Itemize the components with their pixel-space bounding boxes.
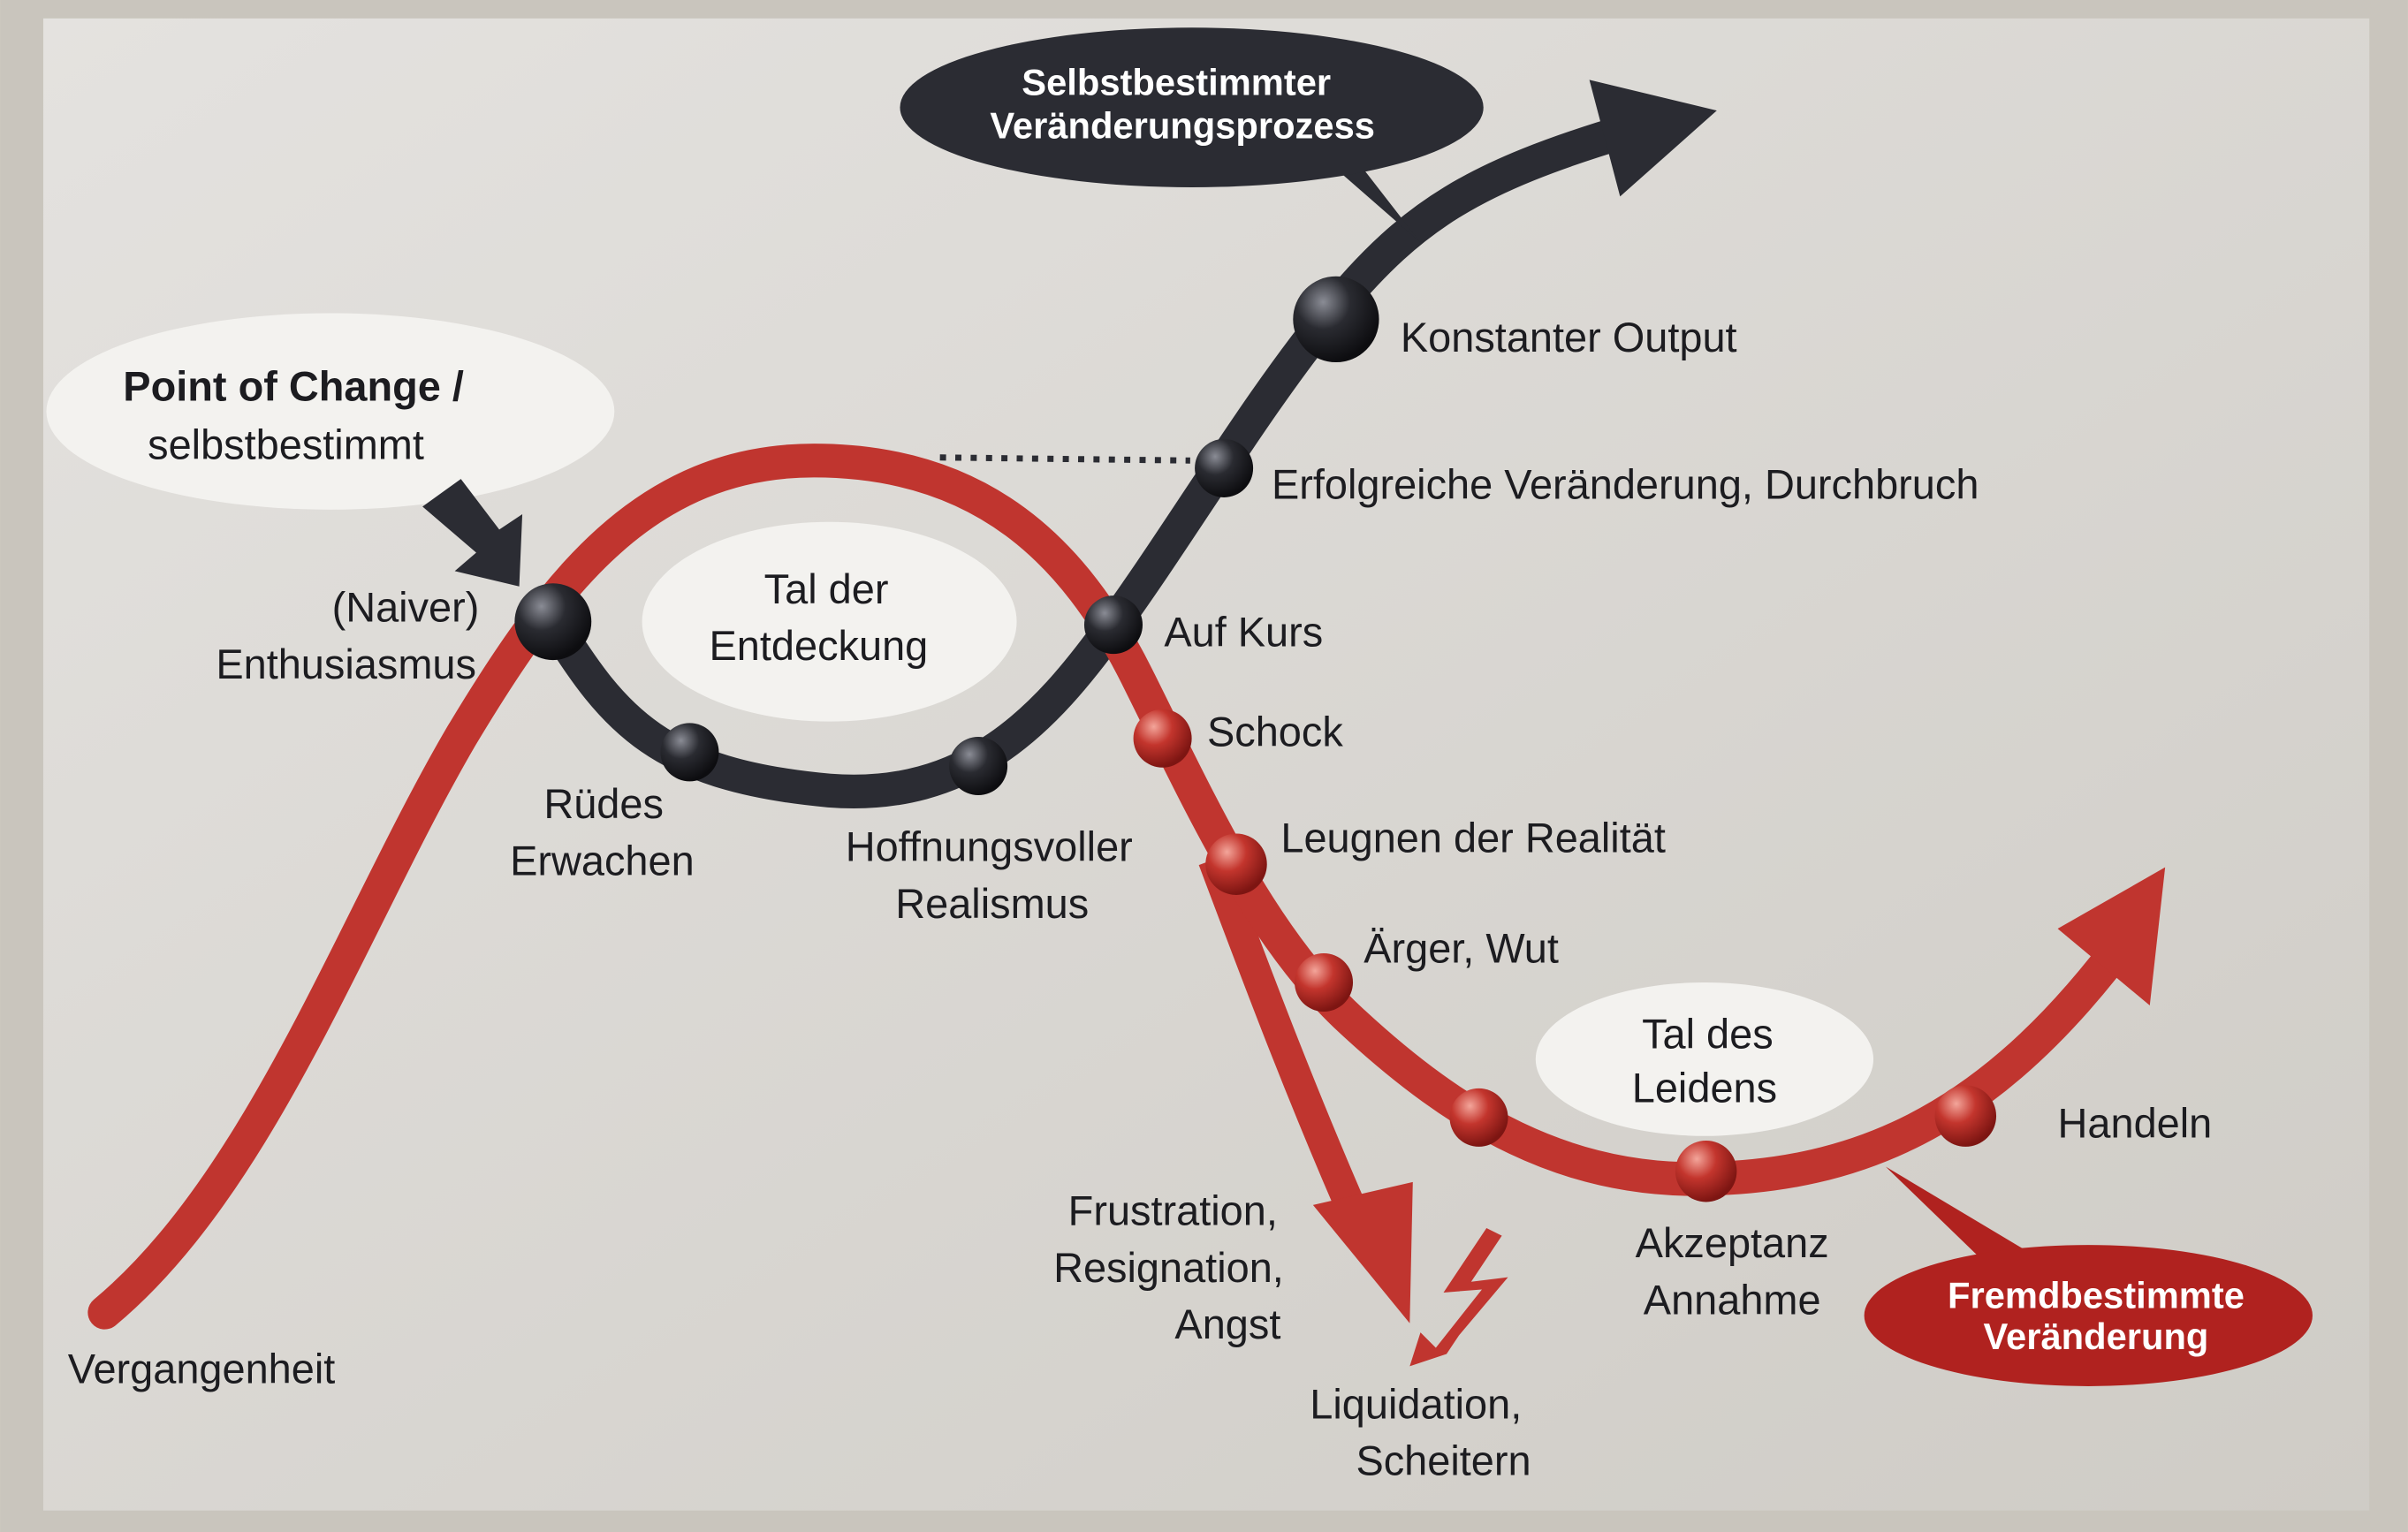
failure-curve — [1198, 853, 1381, 1250]
point-of-change-line-1: Point of Change / — [123, 363, 464, 409]
self-directed-arrowhead — [1589, 80, 1717, 197]
label-on-course: Auf Kurs — [1164, 609, 1323, 655]
dot-action — [1934, 1085, 1997, 1147]
label-action: Handeln — [2058, 1100, 2213, 1146]
label-shock: Schock — [1207, 709, 1343, 755]
red-dots — [1133, 709, 1997, 1202]
label-frustration-3: Angst — [1174, 1301, 1280, 1347]
dot-constant-output — [1293, 276, 1379, 363]
label-rude-1: Rüdes — [543, 781, 664, 827]
self-directed-line-1: Selbstbestimmter — [1022, 62, 1331, 103]
dot-success — [1195, 438, 1254, 497]
self-directed-speech-bubble: Selbstbestimmter Veränderungsprozess — [900, 27, 1484, 243]
dotted-reference-line — [939, 454, 1190, 464]
label-constant-output: Konstanter Output — [1401, 315, 1737, 360]
valley-suffering-line-2: Leidens — [1632, 1066, 1777, 1111]
point-of-change-bubble — [46, 313, 615, 510]
label-naive-1: (Naiver) — [332, 585, 480, 631]
label-hopeful-1: Hoffnungsvoller — [846, 824, 1133, 870]
point-of-change-arrow — [422, 479, 523, 587]
label-frustration-2: Resignation, — [1053, 1245, 1284, 1291]
label-liquidation-2: Scheitern — [1356, 1438, 1531, 1484]
dot-anger — [1295, 952, 1354, 1012]
label-anger: Ärger, Wut — [1364, 925, 1559, 971]
lightning-icon — [1409, 1227, 1508, 1367]
label-hopeful-2: Realismus — [895, 881, 1089, 927]
dot-shock — [1133, 709, 1192, 768]
label-liquidation-1: Liquidation, — [1310, 1381, 1522, 1427]
label-frustration-1: Frustration, — [1068, 1188, 1278, 1234]
external-line-1: Fremdbestimmte — [1948, 1274, 2245, 1316]
dot-on-course — [1083, 595, 1143, 655]
external-speech-bubble: Fremdbestimmte Veränderung — [1864, 1166, 2313, 1386]
failure-arrowhead — [1312, 1181, 1413, 1323]
valley-discovery-line-1: Tal der — [764, 566, 889, 612]
dot-valley — [1449, 1088, 1508, 1147]
external-line-2: Veränderung — [1984, 1316, 2209, 1357]
external-change-arrowhead — [2057, 867, 2166, 1006]
dot-acceptance — [1675, 1140, 1737, 1202]
dark-dots — [514, 276, 1379, 796]
label-success: Erfolgreiche Veränderung, Durchbruch — [1272, 462, 1979, 508]
valley-suffering-line-1: Tal des — [1642, 1012, 1774, 1058]
dot-naive-enthusiasm — [514, 583, 592, 661]
dot-denial — [1205, 833, 1267, 895]
label-rude-2: Erwachen — [510, 838, 695, 884]
valley-discovery-line-2: Entdeckung — [710, 623, 929, 669]
valley-discovery-bubble — [642, 521, 1017, 722]
label-past: Vergangenheit — [68, 1346, 336, 1392]
valley-suffering-bubble — [1535, 982, 1874, 1136]
label-acceptance-1: Akzeptanz — [1636, 1220, 1829, 1266]
self-directed-line-2: Veränderungsprozess — [990, 104, 1375, 146]
label-acceptance-2: Annahme — [1644, 1277, 1821, 1323]
label-naive-2: Enthusiasmus — [216, 641, 476, 687]
label-denial: Leugnen der Realität — [1280, 815, 1666, 861]
point-of-change-line-2: selbstbestimmt — [148, 422, 424, 468]
dot-rude-awakening — [660, 723, 719, 782]
dot-hopeful-realism — [949, 736, 1008, 796]
